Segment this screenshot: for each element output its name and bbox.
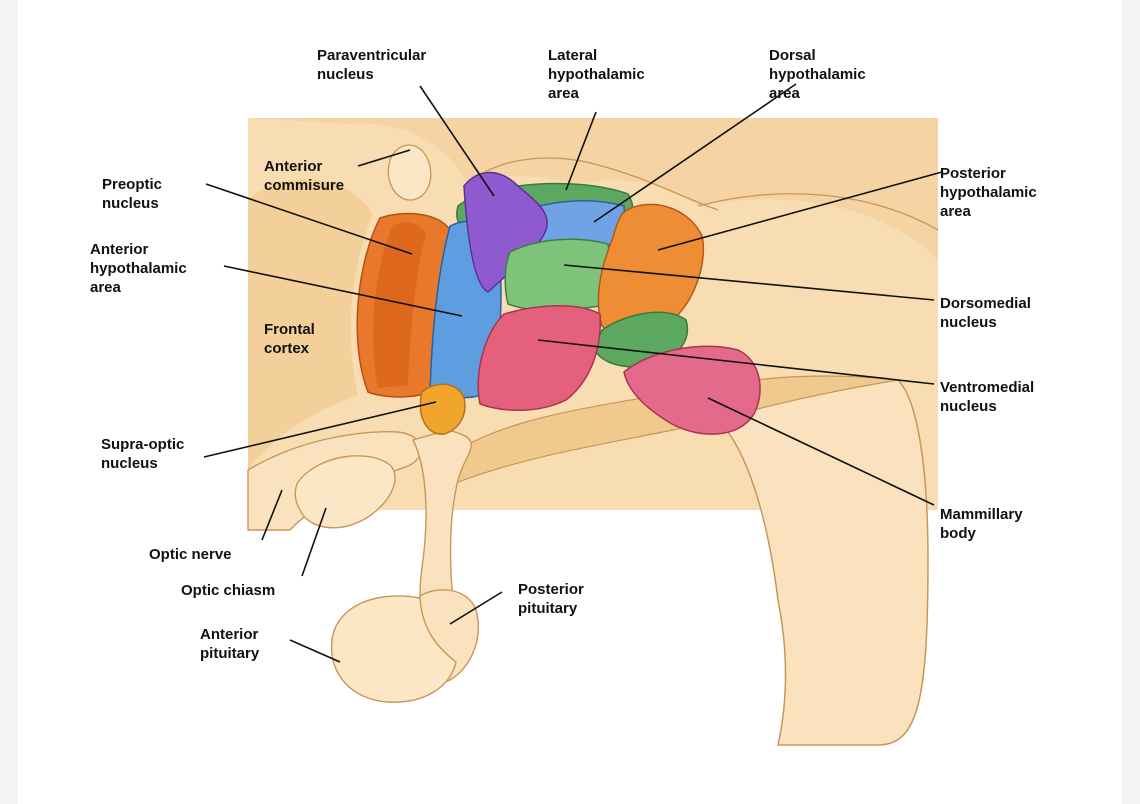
label-optic-nerve: Optic nerve xyxy=(149,545,232,564)
label-anterior-commissure: Anterior commisure xyxy=(264,157,344,195)
pituitary-stalk xyxy=(413,430,471,600)
label-ventromedial-nucleus: Ventromedial nucleus xyxy=(940,378,1034,416)
label-optic-chiasm: Optic chiasm xyxy=(181,581,275,600)
label-posterior-hypothalamic-area: Posterior hypothalamic area xyxy=(940,164,1037,221)
label-preoptic-nucleus: Preoptic nucleus xyxy=(102,175,162,213)
anterior-commissure xyxy=(388,145,430,200)
label-mammillary-body: Mammillary body xyxy=(940,505,1023,543)
dorsomedial-shape xyxy=(505,239,610,310)
label-paraventricular-nucleus: Paraventricular nucleus xyxy=(317,46,426,84)
label-dorsal-hypothalamic-area: Dorsal hypothalamic area xyxy=(769,46,866,103)
label-frontal-cortex: Frontal cortex xyxy=(264,320,315,358)
brainstem xyxy=(718,380,928,745)
diagram-canvas: Paraventricular nucleus Lateral hypothal… xyxy=(18,0,1122,804)
label-lateral-hypothalamic-area: Lateral hypothalamic area xyxy=(548,46,645,103)
label-dorsomedial-nucleus: Dorsomedial nucleus xyxy=(940,294,1031,332)
label-supra-optic-nucleus: Supra-optic nucleus xyxy=(101,435,184,473)
label-posterior-pituitary: Posterior pituitary xyxy=(518,580,584,618)
label-anterior-pituitary: Anterior pituitary xyxy=(200,625,259,663)
label-anterior-hypothalamic-area: Anterior hypothalamic area xyxy=(90,240,187,297)
